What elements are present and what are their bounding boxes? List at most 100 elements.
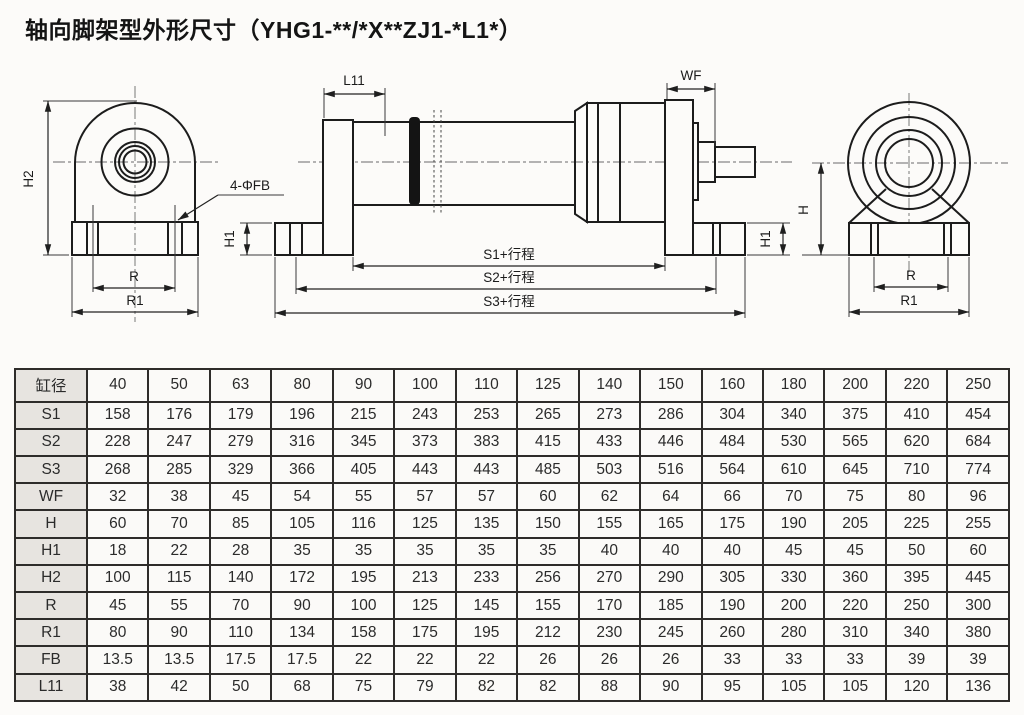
dimension-cell: 360 — [823, 563, 887, 594]
dimension-cell: 172 — [270, 563, 334, 594]
dimension-cell: 125 — [393, 509, 457, 539]
dimension-cell: 60 — [85, 509, 150, 539]
dimension-cell: 135 — [454, 509, 519, 539]
dimension-cell: 340 — [884, 618, 949, 648]
dimension-cell: 17.5 — [270, 645, 334, 675]
dimension-cell: 433 — [577, 427, 642, 458]
dimension-cell: 213 — [393, 563, 457, 594]
dimension-cell: 70 — [208, 591, 273, 621]
dimension-cell: 516 — [639, 455, 703, 485]
dimension-cell: 196 — [270, 400, 334, 430]
clevis-hole — [884, 138, 934, 188]
dimension-cell: 373 — [393, 427, 457, 458]
dimension-cell: 564 — [700, 455, 764, 485]
dimension-cell: 33 — [700, 645, 764, 675]
dimension-cell: 279 — [208, 427, 273, 458]
dimension-cell: 305 — [700, 563, 764, 594]
dimension-cell: 82 — [454, 672, 519, 703]
dimension-cell: 100 — [85, 563, 150, 594]
dimension-cell: 285 — [147, 455, 211, 485]
dimension-cell: 22 — [331, 645, 396, 675]
dimension-cell: 57 — [393, 482, 457, 512]
dimension-cell: 75 — [331, 672, 396, 703]
dimension-cell: 70 — [147, 509, 211, 539]
dimension-cell: 286 — [639, 400, 703, 430]
dimension-cell: 645 — [823, 455, 887, 485]
dimension-cell: 64 — [639, 482, 703, 512]
dimension-cell: 115 — [147, 563, 211, 594]
dimension-cell: 45 — [85, 591, 150, 621]
dimension-cell: 100 — [393, 368, 457, 403]
dimension-cell: 265 — [516, 400, 580, 430]
dimension-cell: 383 — [454, 427, 519, 458]
dimension-cell: 40 — [85, 368, 150, 403]
clevis-base — [848, 222, 970, 256]
dimension-cell: 90 — [331, 368, 396, 403]
dimension-cell: 175 — [393, 618, 457, 648]
dimension-cell: 190 — [761, 509, 826, 539]
dimension-cell: 212 — [516, 618, 580, 648]
dimension-cell: 80 — [85, 618, 150, 648]
row-label: WF — [14, 482, 88, 512]
dimension-cell: 565 — [823, 427, 887, 458]
dimension-cell: 22 — [393, 645, 457, 675]
dimension-cell: 220 — [823, 591, 887, 621]
row-label: H — [14, 509, 88, 539]
dimension-cell: 125 — [516, 368, 580, 403]
dimension-cell: 68 — [270, 672, 334, 703]
dimension-cell: 35 — [454, 536, 519, 566]
dimension-cell: 90 — [270, 591, 334, 621]
dimension-cell: 105 — [270, 509, 334, 539]
row-label: R — [14, 591, 88, 621]
dimension-cell: 136 — [946, 672, 1010, 703]
dimension-cell: 155 — [516, 591, 580, 621]
dim-label-h1-left: H1 — [222, 230, 237, 247]
dimension-cell: 110 — [208, 618, 273, 648]
row-label: 缸径 — [14, 368, 88, 403]
dimension-cell: 158 — [331, 618, 396, 648]
dimension-cell: 32 — [85, 482, 150, 512]
dimension-cell: 145 — [454, 591, 519, 621]
dimension-cell: 45 — [208, 482, 273, 512]
dimension-cell: 290 — [639, 563, 703, 594]
dimension-cell: 70 — [761, 482, 826, 512]
dimension-cell: 140 — [208, 563, 273, 594]
dimension-cell: 90 — [639, 672, 703, 703]
row-label: H2 — [14, 563, 88, 594]
dimension-cell: 158 — [85, 400, 150, 430]
dimension-cell: 125 — [393, 591, 457, 621]
dimension-cell: 88 — [577, 672, 642, 703]
dimension-cell: 366 — [270, 455, 334, 485]
dimension-cell: 256 — [516, 563, 580, 594]
dimension-cell: 66 — [700, 482, 764, 512]
dimension-cell: 454 — [946, 400, 1010, 430]
cap-base — [71, 221, 199, 256]
dimension-cell: 17.5 — [208, 645, 273, 675]
bearing-outer-circle — [100, 127, 170, 197]
dimension-cell: 75 — [823, 482, 887, 512]
dimension-cell: 26 — [639, 645, 703, 675]
dimension-cell: 63 — [208, 368, 273, 403]
dimension-cell: 710 — [884, 455, 949, 485]
dimension-cell: 50 — [884, 536, 949, 566]
dimension-cell: 40 — [700, 536, 764, 566]
middle-view-cylinder: L11 WF H1 S1+行程 S2+行程 S3+行程 — [274, 68, 792, 318]
left-flange-plate — [322, 119, 354, 256]
dimension-cell: 176 — [147, 400, 211, 430]
dimension-cell: 684 — [946, 427, 1010, 458]
dimension-cell: 105 — [823, 672, 887, 703]
dimension-cell: 33 — [823, 645, 887, 675]
dimension-cell: 316 — [270, 427, 334, 458]
dimension-cell: 82 — [516, 672, 580, 703]
dimension-cell: 22 — [147, 536, 211, 566]
head-flange-plate — [664, 99, 694, 256]
dimension-cell: 310 — [823, 618, 887, 648]
dimension-cell: 195 — [454, 618, 519, 648]
dimension-cell: 200 — [761, 591, 826, 621]
